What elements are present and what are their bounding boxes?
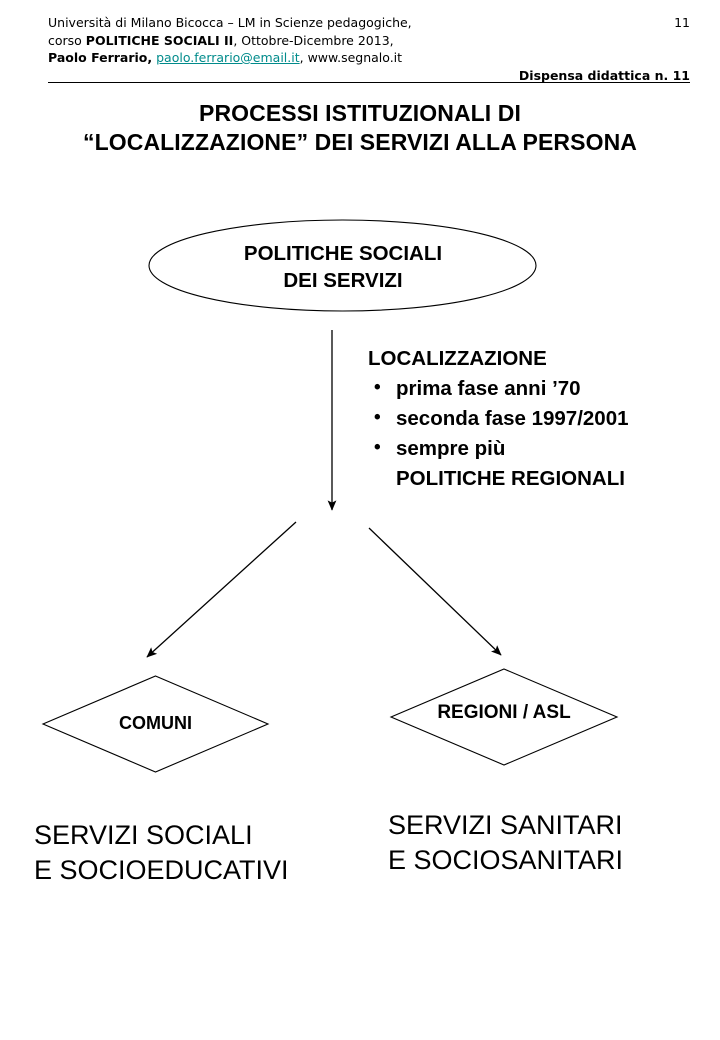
header-line-1: Università di Milano Bicocca – LM in Sci…	[48, 14, 518, 32]
caption-right-line-2: E SOCIOSANITARI	[388, 845, 624, 875]
list-item: • sempre più POLITICHE REGIONALI	[368, 434, 698, 494]
page-title: PROCESSI ISTITUZIONALI DI “LOCALIZZAZION…	[36, 99, 684, 157]
caption-left-line-2: E SOCIOEDUCATIVI	[34, 855, 289, 885]
localizzazione-list: • prima fase anni ’70 • seconda fase 199…	[368, 374, 698, 494]
header-text-block: Università di Milano Bicocca – LM in Sci…	[48, 14, 518, 67]
slide-header: Università di Milano Bicocca – LM in Sci…	[48, 14, 690, 86]
list-item: • prima fase anni ’70	[368, 374, 698, 404]
bullet-icon: •	[374, 377, 381, 398]
diamond-comuni-label: COMUNI	[119, 713, 192, 733]
list-item-text: prima fase anni ’70	[396, 377, 581, 400]
header-line-3: Paolo Ferrario, paolo.ferrario@email.it,…	[48, 49, 518, 67]
header-line-2: corso POLITICHE SOCIALI II, Ottobre-Dice…	[48, 32, 518, 50]
list-item-text: seconda fase 1997/2001	[396, 407, 629, 430]
list-item-text: sempre più	[396, 437, 506, 460]
arrow-diagonal-right	[368, 527, 502, 656]
bullet-icon: •	[374, 407, 381, 428]
localizzazione-heading: LOCALIZZAZIONE	[368, 347, 547, 370]
caption-servizi-sanitari: SERVIZI SANITARI E SOCIOSANITARI	[388, 808, 623, 878]
caption-right-line-1: SERVIZI SANITARI	[388, 810, 623, 840]
caption-left-line-1: SERVIZI SOCIALI	[34, 820, 253, 850]
header-line2-prefix: corso	[48, 32, 86, 48]
caption-servizi-sociali: SERVIZI SOCIALI E SOCIOEDUCATIVI	[34, 818, 289, 888]
list-item-text-continued: POLITICHE REGIONALI	[396, 467, 625, 490]
localizzazione-block: LOCALIZZAZIONE • prima fase anni ’70 • s…	[368, 344, 698, 494]
header-divider	[48, 82, 690, 83]
ellipse-label-line-1: POLITICHE SOCIALI	[243, 242, 443, 265]
arrow-diagonal-left	[146, 521, 297, 658]
page-number: 11	[674, 15, 690, 30]
diamond-regioni-label: REGIONI / ASL	[437, 702, 571, 723]
dispensa-label: Dispensa didattica n. 11	[518, 68, 690, 83]
header-line3-suffix: , www.segnalo.it	[299, 50, 403, 65]
header-author-name: Paolo Ferrario,	[48, 50, 153, 65]
page-title-line-2: “LOCALIZZAZIONE” DEI SERVIZI ALLA PERSON…	[83, 129, 637, 155]
author-email-link[interactable]: paolo.ferrario@email.it	[156, 50, 300, 65]
header-line2-suffix: , Ottobre-Dicembre 2013,	[233, 32, 394, 48]
bullet-icon: •	[374, 437, 381, 458]
ellipse-label: POLITICHE SOCIALI DEI SERVIZI	[149, 240, 537, 294]
header-line1-text: Università di Milano Bicocca – LM in Sci…	[48, 15, 412, 30]
page-title-line-1: PROCESSI ISTITUZIONALI DI	[199, 100, 521, 126]
ellipse-label-line-2: DEI SERVIZI	[283, 269, 403, 292]
list-item: • seconda fase 1997/2001	[368, 404, 698, 434]
header-course-name: POLITICHE SOCIALI II	[85, 32, 234, 48]
